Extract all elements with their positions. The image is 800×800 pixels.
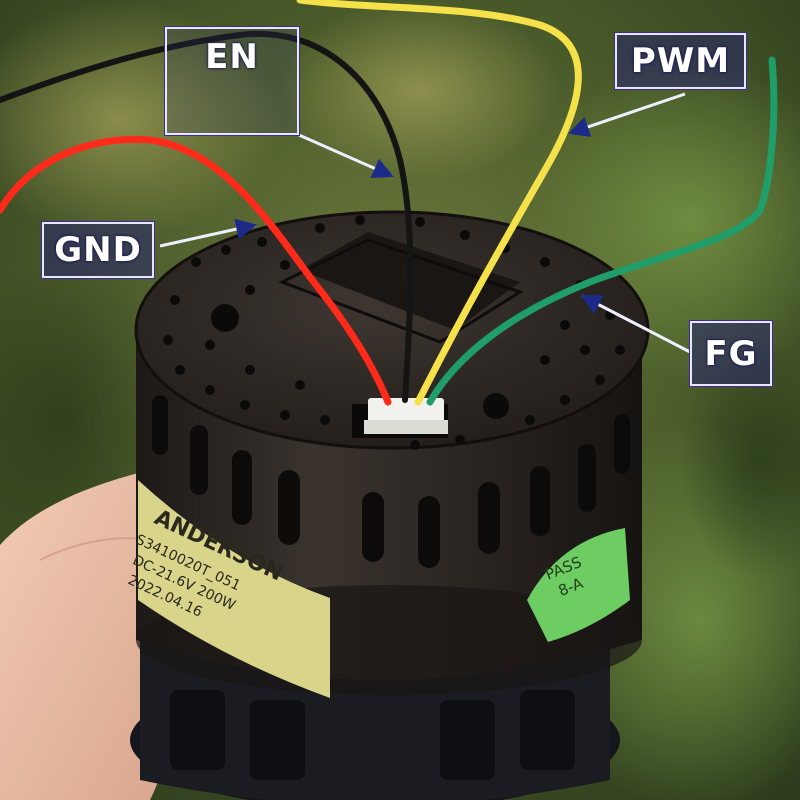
pwm-label: PWM [614, 32, 747, 90]
wire-yellow [296, 0, 582, 406]
wire-red [0, 135, 392, 406]
hand [0, 470, 179, 800]
gnd-label: GND [41, 221, 155, 279]
wire-black [0, 30, 414, 403]
wire-green [426, 56, 778, 406]
motor-label-sticker: ANDERSON S3410020T_051 DC-21.6V 200W 202… [125, 480, 330, 698]
fg-label: FG [689, 320, 773, 387]
en-label: EN [164, 26, 300, 136]
callout-arrows [159, 92, 691, 354]
